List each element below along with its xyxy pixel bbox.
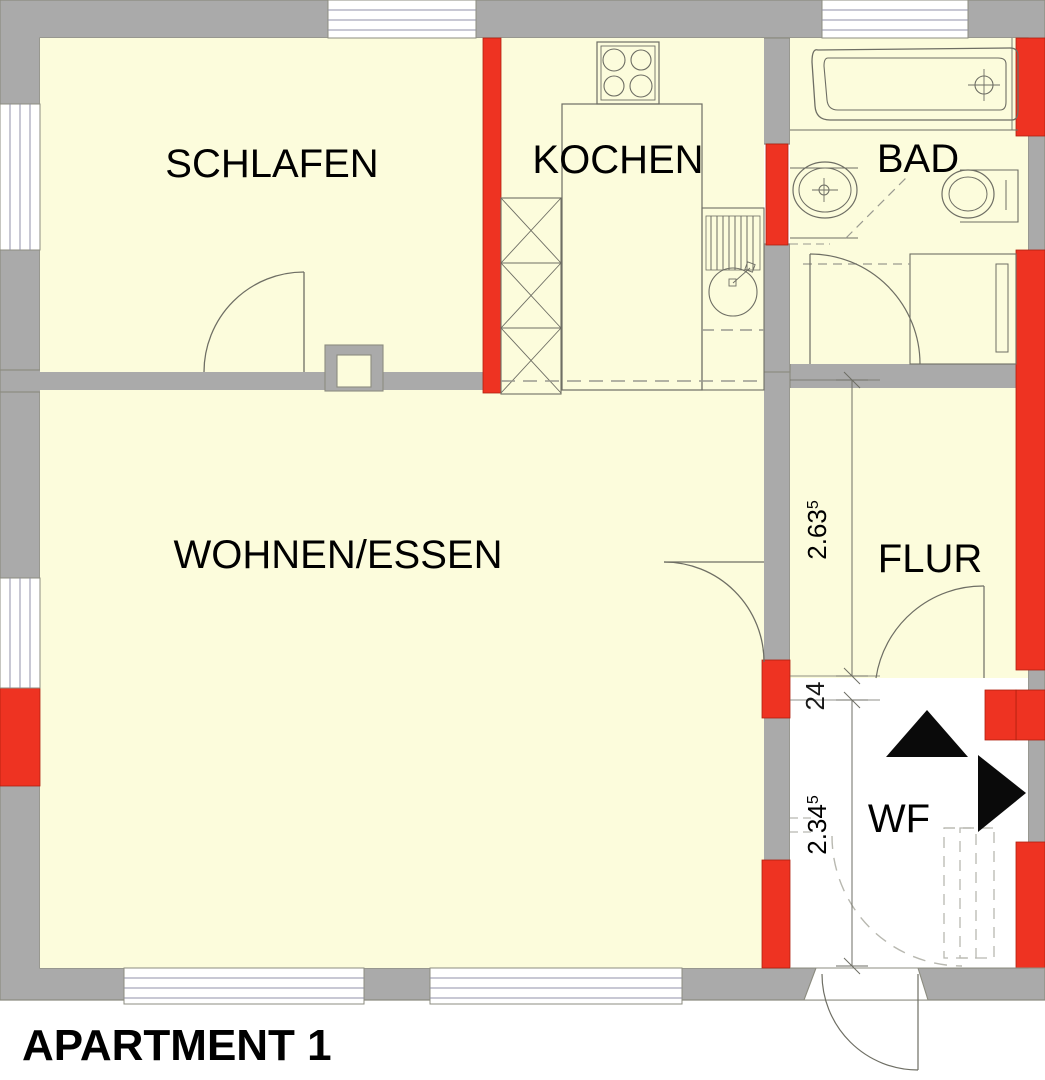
red-wall-bedroom-kitchen [482, 37, 502, 394]
red-wall-right-hall-upper [1015, 249, 1045, 671]
sink-icon [708, 261, 758, 317]
radiator-icon [705, 215, 761, 271]
red-wall-segments [0, 37, 1045, 969]
floor-kitchen [488, 38, 764, 390]
windows-group [0, 0, 969, 1005]
arrow-right-marker [978, 755, 1026, 832]
living-room-door [663, 561, 765, 663]
room-label-wf: WF [868, 797, 930, 841]
red-wall-living-hall-b [761, 659, 791, 719]
interior-wall-kitchen-hall [759, 361, 1045, 391]
room-label-schlafen: SCHLAFEN [165, 142, 378, 186]
window-top-right [821, 0, 969, 39]
window-left-lower [0, 577, 41, 689]
utility-door [831, 835, 963, 967]
red-wall-left-living [0, 687, 41, 787]
room-label-kochen: KOCHEN [532, 138, 703, 182]
red-wall-right-utility [1015, 689, 1045, 741]
dimension-labels: 2.635 2.345 24 [800, 500, 832, 855]
window-bottom-left [123, 967, 365, 1005]
window-top-left [327, 0, 477, 39]
entrance-door [790, 967, 1045, 1071]
dimension-wall-thickness: 24 [800, 682, 830, 711]
bathroom-door [809, 253, 921, 365]
room-label-wohnen-essen: WOHNEN/ESSEN [174, 533, 503, 577]
interior-wall-bedroom-living [0, 369, 501, 393]
dimension-wf-depth: 2.345 [802, 795, 832, 855]
counter-run-right [701, 207, 765, 391]
red-wall-kitchen-bath [765, 143, 789, 246]
wall-column [324, 344, 384, 392]
window-left-upper [0, 103, 41, 251]
wardrobe-icon [500, 197, 562, 395]
room-label-bad: BAD [877, 137, 959, 181]
kitchen-fixtures [500, 41, 765, 395]
window-bottom-right [429, 967, 683, 1005]
red-wall-right-utility-lower [1015, 841, 1045, 969]
shower-panel-icon [909, 253, 1017, 365]
red-wall-living-hall-c [761, 859, 791, 969]
dimension-flur-depth: 2.635 [802, 500, 832, 560]
interior-wall-kitchen-bath [761, 37, 791, 145]
bathroom-fixtures [790, 38, 1019, 365]
room-label-flur: FLUR [878, 537, 982, 581]
dimension-lines [790, 371, 880, 975]
bedroom-door [203, 271, 305, 373]
red-wall-notch-right [984, 689, 1017, 741]
floor-living [40, 390, 764, 968]
washer-dryer-icon [943, 827, 995, 959]
arrow-up-marker [886, 710, 968, 757]
washbasin-icon [790, 161, 858, 239]
toilet-icon [941, 169, 1019, 223]
utility-room [790, 710, 1026, 967]
floor-bedroom [40, 38, 488, 372]
page-title: APARTMENT 1 [22, 1021, 332, 1070]
red-wall-right-bath [1015, 37, 1045, 137]
floor-hall [790, 388, 1028, 678]
bathtub-icon [790, 38, 1019, 131]
interior-wall-kitchen-bath-lower [761, 243, 791, 373]
hall-door [875, 585, 985, 679]
room-labels: SCHLAFEN KOCHEN BAD WOHNEN/ESSEN FLUR WF [165, 137, 982, 841]
cooktop-icon [596, 41, 660, 105]
